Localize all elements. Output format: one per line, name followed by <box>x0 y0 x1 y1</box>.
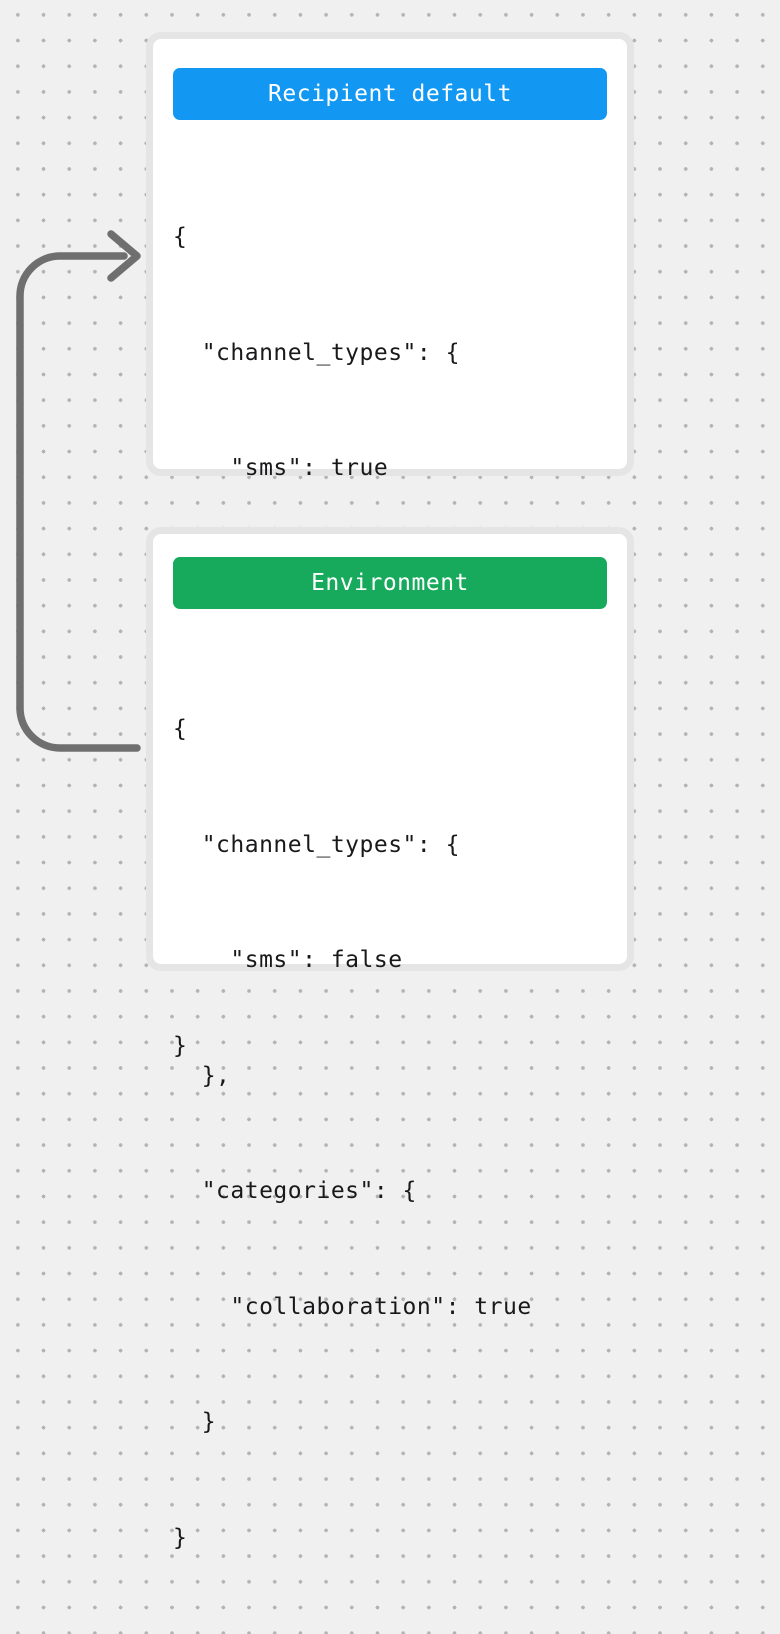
environment-title: Environment <box>311 570 469 596</box>
code-line: "sms": true <box>173 455 389 481</box>
code-line: }, <box>173 1062 231 1089</box>
code-line: { <box>173 224 188 250</box>
code-line: "sms": false <box>173 947 403 973</box>
environment-title-badge: Environment <box>173 557 607 609</box>
recipient-default-title-badge: Recipient default <box>173 68 607 120</box>
environment-code-block: { "channel_types": { "sms": false }, "ca… <box>173 633 607 1634</box>
code-line: } <box>173 1409 217 1435</box>
code-line: } <box>173 1524 188 1551</box>
canvas: { "canvas": { "background_color": "#f0f0… <box>0 0 780 1551</box>
code-line: "channel_types": { <box>173 339 460 366</box>
code-line: "categories": { <box>173 1178 417 1204</box>
code-line: "collaboration": true <box>173 1293 532 1320</box>
code-line: { <box>173 716 188 742</box>
environment-card: Environment { "channel_types": { "sms": … <box>146 527 634 1551</box>
code-line: "channel_types": { <box>173 831 460 858</box>
arrow-head-icon <box>107 230 141 282</box>
recipient-default-card: Recipient default { "channel_types": { "… <box>146 32 634 1059</box>
recipient-default-title: Recipient default <box>268 81 512 107</box>
arrow-shaft <box>16 252 141 752</box>
